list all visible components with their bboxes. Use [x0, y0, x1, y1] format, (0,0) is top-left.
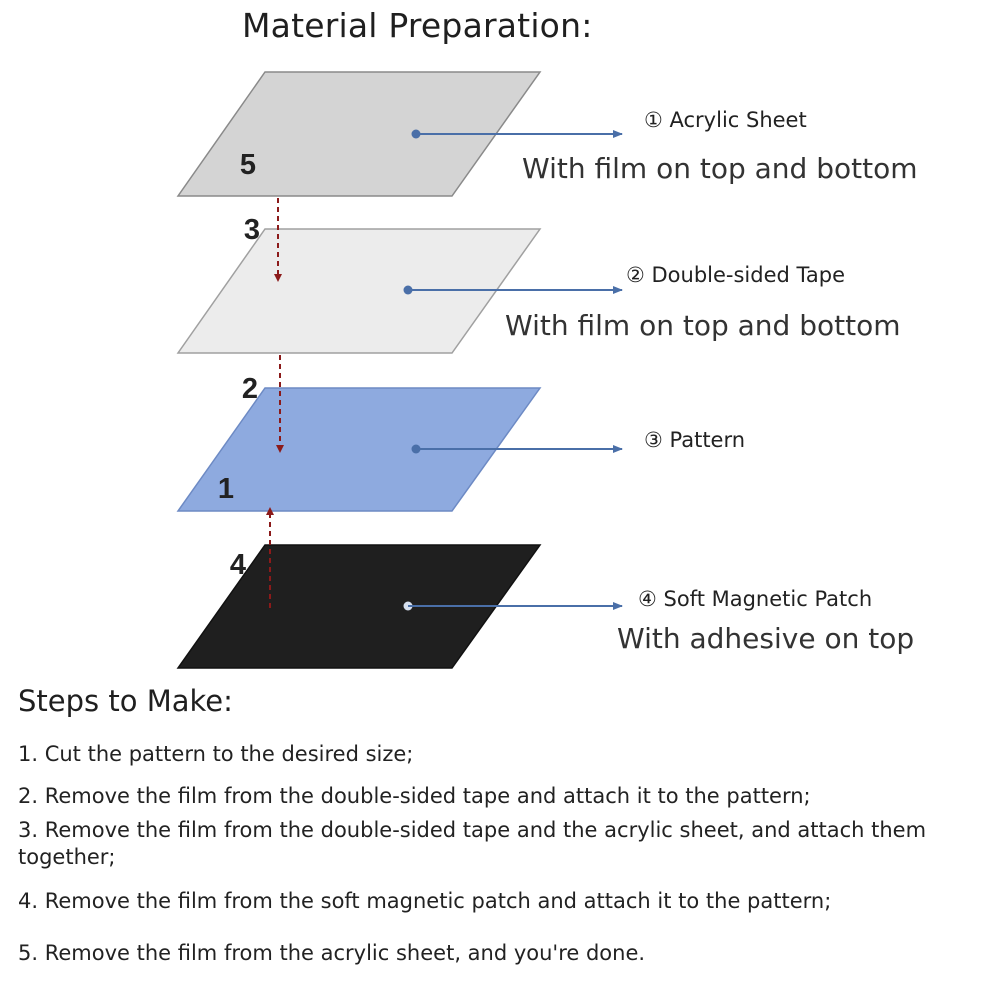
- connector-arrow-pattern: [411, 444, 623, 454]
- callout-magnet-label: ④ Soft Magnetic Patch: [638, 587, 873, 611]
- soft-magnetic-patch-layer: [176, 544, 542, 669]
- layer-number-4: 4: [230, 549, 246, 581]
- step-3: 3. Remove the film from the double-sided…: [18, 818, 927, 869]
- callout-acrylic-note: With film on top and bottom: [522, 152, 918, 185]
- acrylic-sheet-layer: [176, 71, 542, 197]
- layer-number-1: 1: [218, 473, 234, 505]
- layer-number-5: 5: [240, 149, 256, 181]
- callout-tape-label: ② Double-sided Tape: [626, 263, 845, 287]
- step-5: 5. Remove the film from the acrylic shee…: [18, 941, 646, 965]
- step-2: 2. Remove the film from the double-sided…: [18, 784, 811, 808]
- callout-magnet-note: With adhesive on top: [617, 622, 915, 655]
- connector-arrow-acrylic: [411, 129, 623, 139]
- layer-number-2: 2: [242, 373, 258, 405]
- step-1: 1. Cut the pattern to the desired size;: [18, 742, 414, 766]
- pattern-layer: [176, 387, 542, 512]
- steps-title: Steps to Make:: [18, 684, 233, 718]
- page-title: Material Preparation:: [242, 6, 593, 45]
- callout-acrylic-label: ① Acrylic Sheet: [644, 108, 807, 132]
- connector-arrow-magnet: [403, 601, 623, 611]
- layer-number-3: 3: [244, 214, 260, 246]
- callout-pattern-label: ③ Pattern: [644, 428, 746, 452]
- double-sided-tape-layer: [176, 228, 542, 354]
- callout-tape-note: With film on top and bottom: [505, 309, 901, 342]
- layer-stack-diagram: 5 3 2 1 4: [176, 71, 623, 669]
- step-4: 4. Remove the film from the soft magneti…: [18, 889, 832, 913]
- connector-arrow-tape: [403, 285, 623, 295]
